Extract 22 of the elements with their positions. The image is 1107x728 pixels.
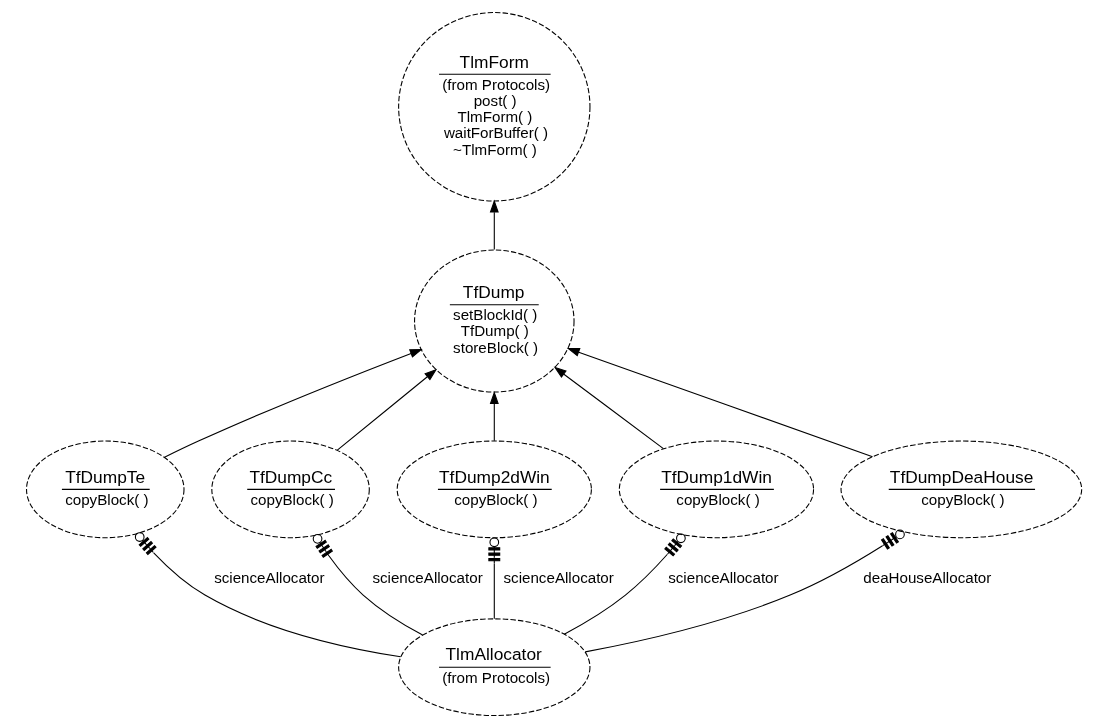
edge-label: scienceAllocator — [213, 568, 325, 586]
node-ellipse: TfDump1dWin copyBlock( ) — [618, 440, 814, 539]
connector — [134, 532, 401, 658]
edge-label: scienceAllocator — [667, 568, 779, 586]
edge-label: deaHouseAllocator — [862, 568, 991, 586]
connector — [584, 529, 905, 653]
arrow — [489, 390, 499, 442]
node-ellipse: TfDumpCc copyBlock( ) — [210, 440, 370, 539]
arrow — [489, 199, 499, 251]
node-ellipse: TfDump setBlockId( ) TfDump( ) storeBlock( ) — [413, 249, 575, 393]
arrow — [336, 368, 437, 451]
connector — [312, 534, 423, 636]
connector — [563, 533, 686, 635]
edge-label: scienceAllocator — [503, 568, 614, 586]
node-circle: TlmForm (from Protocols) post( ) TlmForm( ) waitForBuffer( ) ~TlmForm( ) — [397, 12, 590, 202]
arrow — [163, 348, 423, 458]
node-ellipse: TlmAllocator (from Protocols) — [397, 618, 590, 717]
arrow — [566, 347, 873, 458]
node-ellipse: TfDumpTe copyBlock( ) — [25, 440, 185, 539]
arrow — [553, 366, 664, 450]
edge-label: scienceAllocator — [371, 568, 483, 586]
node-ellipse: TfDump2dWin copyBlock( ) — [396, 440, 592, 539]
